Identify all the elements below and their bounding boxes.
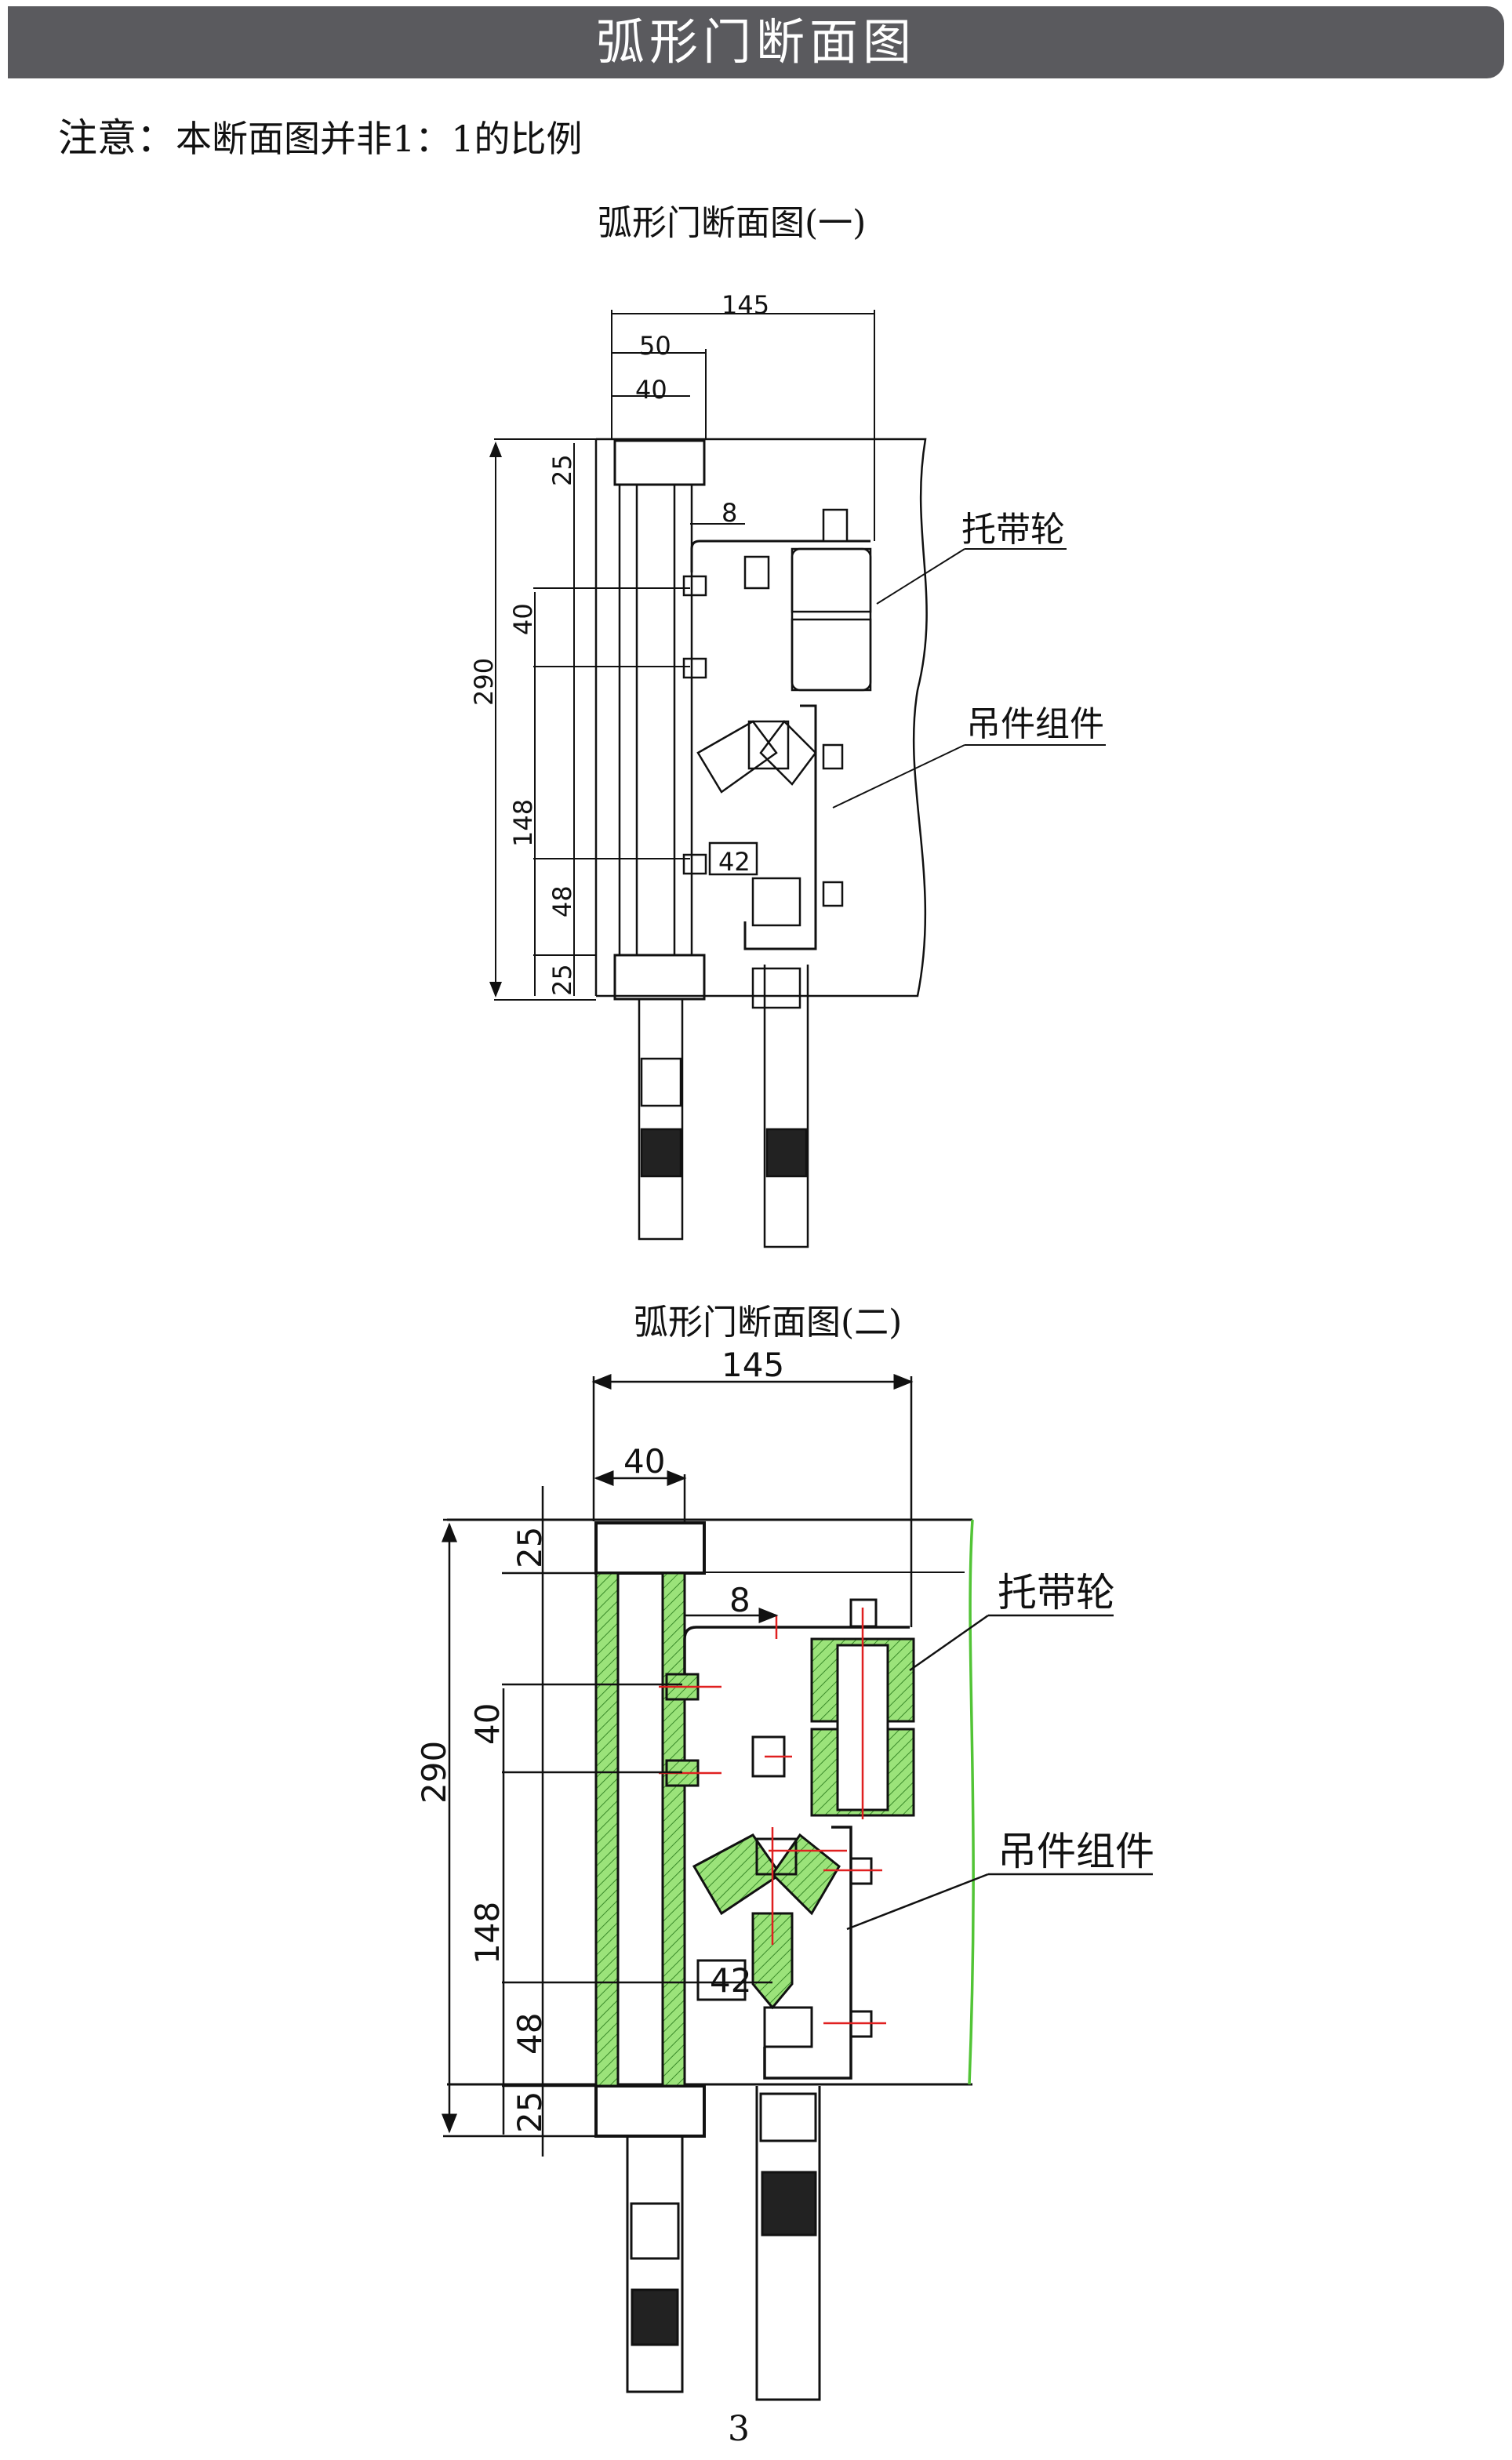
- dim-145-1: 145: [721, 290, 769, 320]
- section-2-dimensions: [442, 1374, 1153, 2157]
- dim-25-top-2: 25: [511, 1527, 549, 1568]
- ceiling-profile-1: [596, 438, 928, 997]
- page-title: 弧形门断面图: [595, 13, 916, 71]
- top-block-2: [594, 1521, 706, 1575]
- callout-hanger-2: 吊件组件: [998, 1829, 1154, 1874]
- dim-145-2: 145: [721, 1346, 784, 1384]
- dim-290-1: 290: [469, 658, 499, 706]
- dim-40-v-2: 40: [468, 1703, 507, 1745]
- bottom-block-2: [594, 2084, 706, 2138]
- frame-right-2: [661, 1572, 686, 2088]
- callout-hanger-1: 吊件组件: [966, 704, 1104, 744]
- scale-note: 注意：本断面图并非1：1的比例: [58, 107, 583, 163]
- note-label: 注意：: [58, 115, 176, 161]
- dim-25-top-1: 25: [547, 454, 577, 486]
- dim-290-2: 290: [415, 1741, 453, 1804]
- dim-42-1: 42: [718, 847, 751, 877]
- top-block-1: [613, 439, 706, 486]
- section-1-dim-labels: 145 50 40 8 42 25 290 40 148 48 25 托带轮 吊…: [469, 290, 1104, 996]
- section-2-drawing: [447, 1518, 975, 2401]
- callout-wheel-2: 托带轮: [998, 1570, 1115, 1615]
- dim-25-bot-1: 25: [547, 964, 577, 996]
- dim-40-v-1: 40: [508, 603, 538, 635]
- dim-8-2: 8: [729, 1581, 751, 1619]
- note-text: 本断面图并非1：1的比例: [176, 118, 583, 160]
- section-1-dimensions: [489, 310, 1106, 1001]
- dim-42-2: 42: [710, 1961, 751, 2000]
- dim-148-1: 148: [508, 799, 538, 847]
- dim-48-1: 48: [547, 885, 577, 918]
- dim-8-1: 8: [721, 498, 737, 528]
- page-number: 3: [728, 2409, 750, 2449]
- dim-48-2: 48: [511, 2013, 549, 2055]
- dim-25-bot-2: 25: [511, 2091, 549, 2133]
- section-2-centerlines: [659, 1608, 886, 2025]
- dim-40-2: 40: [623, 1442, 665, 1481]
- callout-wheel-1: 托带轮: [961, 510, 1065, 550]
- hanger-assembly-2: [692, 1833, 873, 2048]
- dim-50-1: 50: [639, 331, 671, 361]
- dim-148-2: 148: [468, 1902, 507, 1964]
- section-2-title: 弧形门断面图(二): [634, 1303, 903, 1343]
- frame-left-2: [594, 1572, 620, 2088]
- title-bar: 弧形门断面图: [8, 6, 1504, 78]
- section-1-title: 弧形门断面图(一): [598, 203, 867, 243]
- dim-40-1: 40: [635, 375, 667, 405]
- hanger-assembly-1: [696, 720, 844, 927]
- section-1-drawing: [594, 438, 928, 1248]
- bottom-block-1: [613, 954, 706, 1001]
- section-2-dim-labels: 145 40 8 42 25 290 40 148 48 25 托带轮 吊件组件: [415, 1346, 1154, 2133]
